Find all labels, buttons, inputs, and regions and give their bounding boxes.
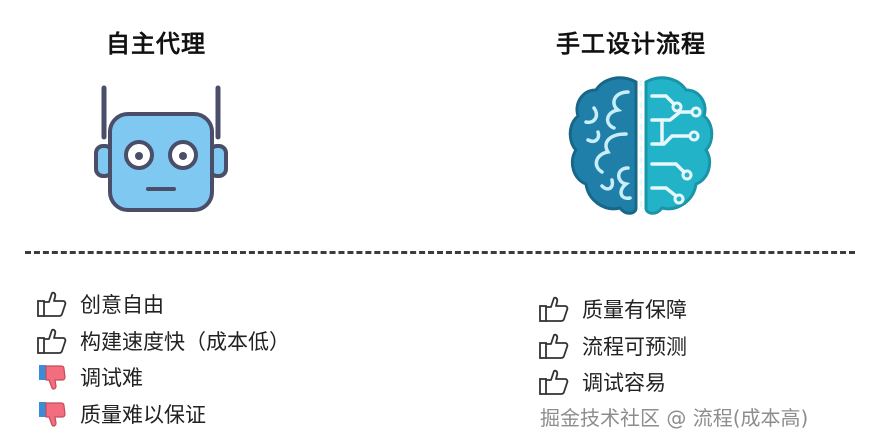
- thumbs-down-icon: [39, 365, 66, 390]
- list-item-text: 质量有保障: [582, 298, 687, 323]
- list-item-text: 构建速度快（成本低）: [80, 329, 290, 354]
- list-item: 创意自由: [36, 286, 290, 323]
- list-item-text: 质量难以保证: [80, 402, 206, 427]
- list-item: 调试容易: [538, 364, 687, 401]
- list-item: 质量有保障: [538, 291, 687, 328]
- list-item-text: 创意自由: [80, 293, 164, 318]
- thumbs-down-icon: [39, 401, 66, 427]
- list-item-text: 调试难: [80, 366, 143, 391]
- thumbs-up-icon: [539, 333, 569, 359]
- list-item-text: 调试容易: [582, 371, 666, 396]
- section-divider: [25, 251, 855, 254]
- thumbs-up-icon: [37, 292, 67, 318]
- thumbs-up-icon: [539, 370, 569, 396]
- list-item-text: 流程可预测: [582, 334, 687, 359]
- thumbs-up-icon: [37, 328, 67, 354]
- list-item: 质量难以保证: [36, 396, 290, 433]
- autonomous-agent-list: 创意自由 构建速度快（成本低） 调试难 质量难以保证: [36, 286, 290, 432]
- brain-circuit-icon: [568, 76, 714, 215]
- list-item: 流程可预测: [538, 328, 687, 365]
- manual-workflow-list: 质量有保障 流程可预测 调试容易: [538, 291, 687, 401]
- manual-workflow-heading: 手工设计流程: [556, 30, 706, 58]
- watermark: 掘金技术社区 @ 流程(成本高): [540, 406, 809, 430]
- thumbs-up-icon: [539, 297, 569, 323]
- robot-icon: [94, 85, 228, 212]
- autonomous-agent-heading: 自主代理: [106, 30, 206, 58]
- list-item: 调试难: [36, 359, 290, 396]
- list-item: 构建速度快（成本低）: [36, 323, 290, 360]
